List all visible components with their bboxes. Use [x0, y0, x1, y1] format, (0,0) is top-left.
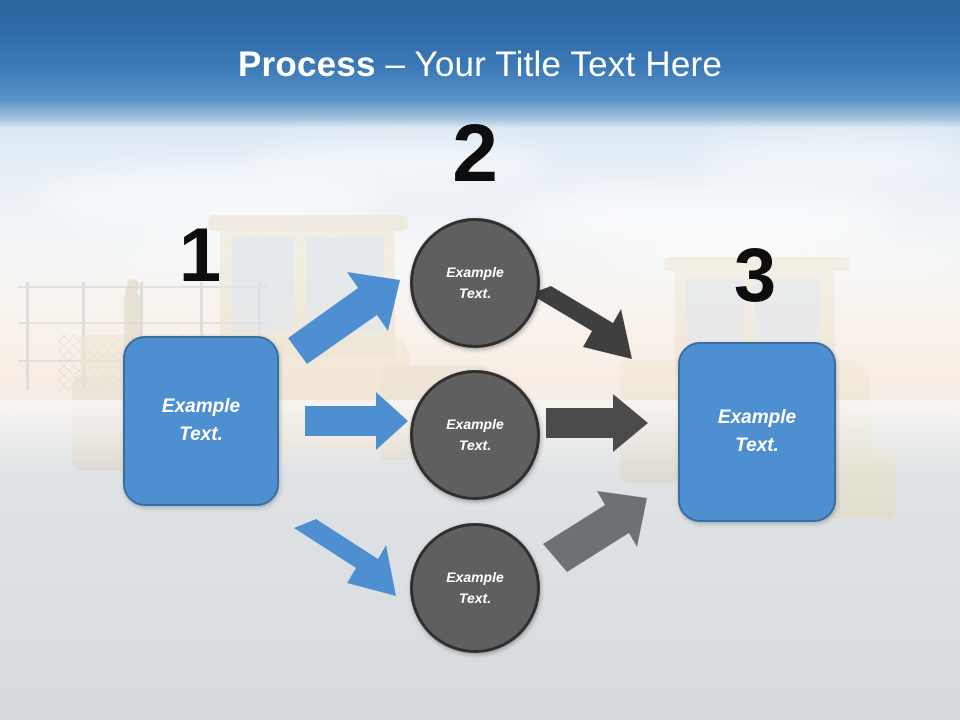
stage1-box-line2: Text. [179, 424, 223, 445]
stage1-box[interactable]: Example Text. [123, 336, 279, 506]
stage1-box-line1: Example [161, 396, 241, 418]
page-title-light: Your Title Text Here [414, 45, 722, 84]
stage2-circle-bottom[interactable]: Example Text. [410, 523, 540, 653]
stage3-box-line2: Text. [735, 435, 779, 456]
stage2-circle-top-line1: Example [446, 264, 504, 280]
step-number-1: 1 [178, 213, 222, 298]
cloud-shape [700, 135, 960, 179]
page-title-strong: Process [238, 45, 376, 84]
stage2-circle-middle[interactable]: Example Text. [410, 370, 540, 500]
stage2-circle-bottom-line2: Text. [458, 590, 492, 606]
page-title: Process – Your Title Text Here [0, 45, 960, 85]
stage3-box-line1: Example [717, 407, 797, 429]
title-band [0, 0, 960, 128]
stage2-circle-top[interactable]: Example Text. [410, 218, 540, 348]
step-number-3: 3 [733, 233, 777, 318]
stage2-circle-top-line2: Text. [458, 285, 492, 301]
page-title-separator: – [375, 45, 415, 84]
stage2-circle-middle-line1: Example [446, 416, 504, 432]
stage2-circle-middle-line2: Text. [458, 437, 492, 453]
cloud-shape [520, 185, 900, 247]
step-number-2: 2 [452, 108, 498, 199]
stage2-circle-bottom-line1: Example [446, 569, 504, 585]
stage3-box[interactable]: Example Text. [678, 342, 836, 522]
cloud-shape [250, 140, 550, 186]
